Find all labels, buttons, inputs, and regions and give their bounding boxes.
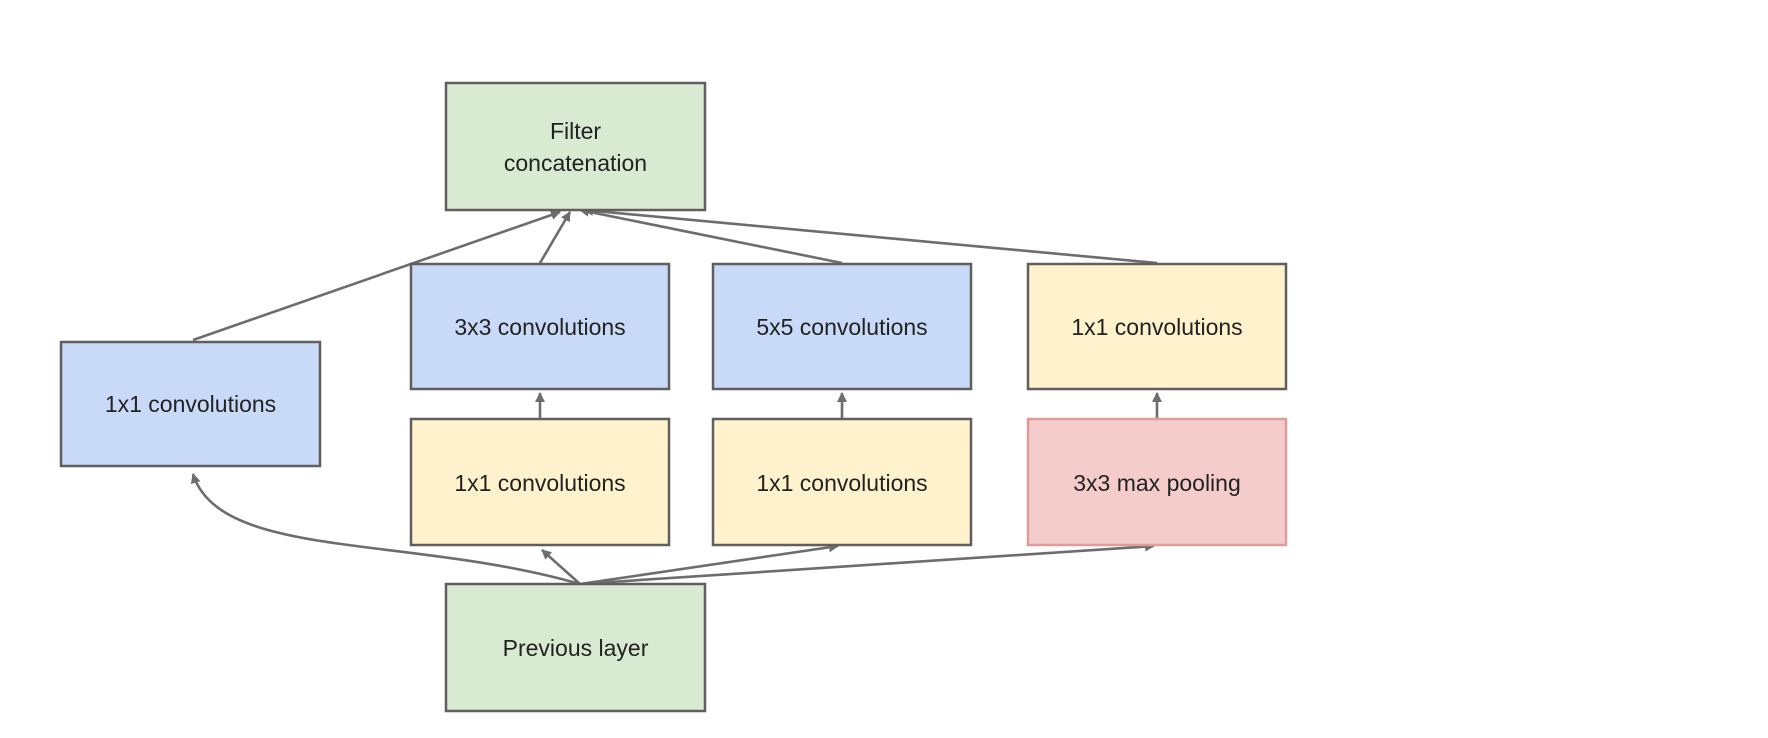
filter-concatenation-box: Filter concatenation xyxy=(444,81,707,212)
branch2-3x3-convolutions-label: 3x3 convolutions xyxy=(454,314,625,340)
filter-concatenation-label-line-2: concatenation xyxy=(504,150,647,176)
branch3-1x1-reduce-box: 1x1 convolutions xyxy=(711,417,973,547)
edge-previous-to-branch3 xyxy=(579,542,839,586)
branch1-1x1-convolutions-label: 1x1 convolutions xyxy=(105,391,276,417)
branch3-5x5-convolutions-box: 5x5 convolutions xyxy=(711,262,973,391)
branch4-1x1-projection-box: 1x1 convolutions xyxy=(1026,262,1288,391)
branch2-3x3-convolutions-box: 3x3 convolutions xyxy=(409,262,671,391)
branch1-1x1-convolutions-box: 1x1 convolutions xyxy=(59,340,322,468)
previous-layer-label: Previous layer xyxy=(503,635,649,661)
branch3-1x1-reduce-label: 1x1 convolutions xyxy=(756,470,927,496)
edge-branch2-to-concat xyxy=(538,211,572,264)
filter-concatenation-label-line-1: Filter xyxy=(550,118,601,144)
branch4-3x3-max-pooling-label: 3x3 max pooling xyxy=(1073,470,1241,496)
edge-branch4-to-concat xyxy=(583,205,1158,265)
edges xyxy=(190,205,1162,586)
branch4-3x3-max-pooling-box: 3x3 max pooling xyxy=(1026,417,1288,547)
branch4-1x1-projection-label: 1x1 convolutions xyxy=(1071,314,1242,340)
edge-branch3-to-concat xyxy=(579,206,843,265)
branch3-5x5-convolutions-label: 5x5 convolutions xyxy=(756,314,927,340)
edge-previous-to-branch1 xyxy=(190,473,581,586)
edge-branch1-to-concat xyxy=(192,210,561,342)
edge-previous-to-pool xyxy=(579,541,1155,586)
branch2-1x1-reduce-box: 1x1 convolutions xyxy=(409,417,671,547)
edge-previous-to-branch2 xyxy=(541,549,581,585)
previous-layer-box: Previous layer xyxy=(444,582,707,713)
branch2-1x1-reduce-label: 1x1 convolutions xyxy=(454,470,625,496)
